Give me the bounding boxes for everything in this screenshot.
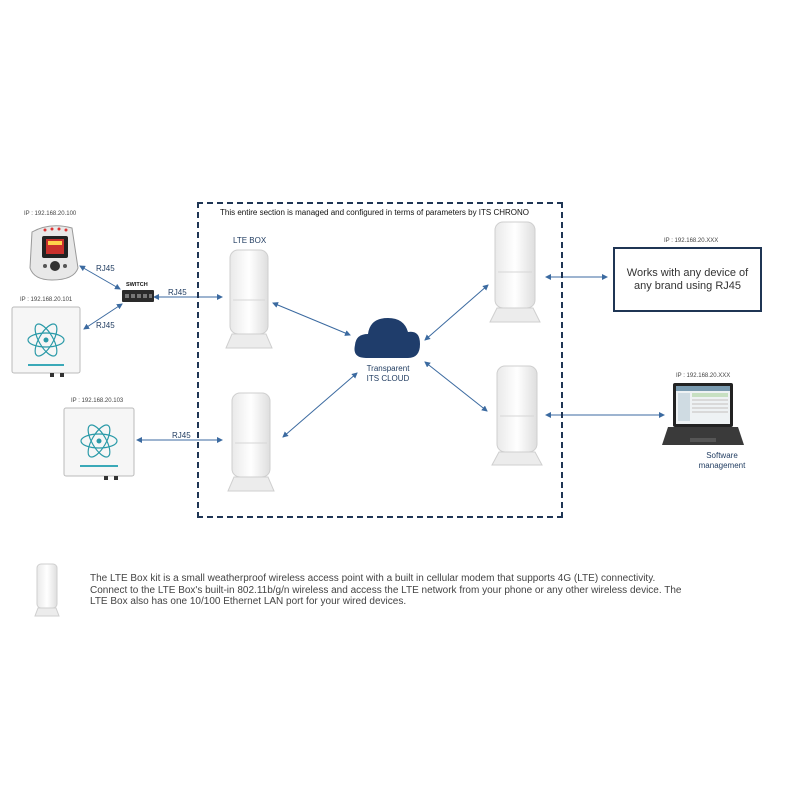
arrow-cloud-ltebox-right-bottom bbox=[424, 361, 488, 412]
cloud-label-line1: Transparent bbox=[366, 364, 410, 373]
lte-box-label: LTE BOX bbox=[233, 236, 267, 245]
lte-box-right-top bbox=[489, 221, 541, 323]
lte-box-left-top bbox=[225, 249, 273, 349]
reader-box-bottom bbox=[63, 407, 135, 480]
lte-box-description: The LTE Box kit is a small weatherproof … bbox=[90, 573, 682, 607]
cloud-label: Transparent ITS CLOUD bbox=[358, 364, 418, 383]
managed-section-frame bbox=[197, 202, 563, 518]
connection-arrows bbox=[79, 265, 665, 443]
timer-device bbox=[29, 225, 79, 281]
ip-device: IP : 192.168.20.XXX bbox=[664, 238, 719, 244]
arrow-timer-switch bbox=[79, 265, 121, 290]
rj45-label-reader-bottom: RJ45 bbox=[172, 431, 191, 440]
software-label-line1: Software bbox=[706, 451, 738, 460]
ip-reader-mid: IP : 192.168.20.101 bbox=[20, 297, 73, 303]
cloud-icon bbox=[354, 318, 420, 358]
rj45-label-timer: RJ45 bbox=[96, 264, 115, 273]
laptop-icon bbox=[662, 383, 744, 445]
software-label: Software management bbox=[697, 451, 747, 470]
software-label-line2: management bbox=[698, 460, 746, 470]
legend-lte-box-icon bbox=[34, 563, 60, 617]
switch-label: SWITCH bbox=[126, 282, 148, 288]
device-compat-box: Works with any device of any brand using… bbox=[613, 247, 762, 312]
managed-section-title: This entire section is managed and confi… bbox=[220, 208, 530, 217]
ip-timer: IP : 192.168.20.100 bbox=[24, 211, 77, 217]
arrow-ltebox-cloud-bottom bbox=[282, 372, 358, 438]
device-compat-text: Works with any device of any brand using… bbox=[626, 266, 749, 292]
arrow-ltebox-cloud-top bbox=[272, 302, 351, 336]
network-switch bbox=[122, 290, 154, 302]
arrow-reader-switch bbox=[83, 303, 123, 330]
rj45-label-reader-mid: RJ45 bbox=[96, 321, 115, 330]
ip-reader-bottom: IP : 192.168.20.103 bbox=[71, 398, 124, 404]
cloud-label-line2: ITS CLOUD bbox=[366, 373, 410, 383]
rj45-label-switch: RJ45 bbox=[168, 288, 187, 297]
lte-box-left-bottom bbox=[227, 392, 275, 492]
ip-laptop: IP : 192.168.20.XXX bbox=[676, 373, 731, 379]
lte-box-right-bottom bbox=[491, 365, 543, 466]
reader-box-mid bbox=[11, 306, 81, 377]
arrow-cloud-ltebox-right-top bbox=[424, 284, 489, 341]
